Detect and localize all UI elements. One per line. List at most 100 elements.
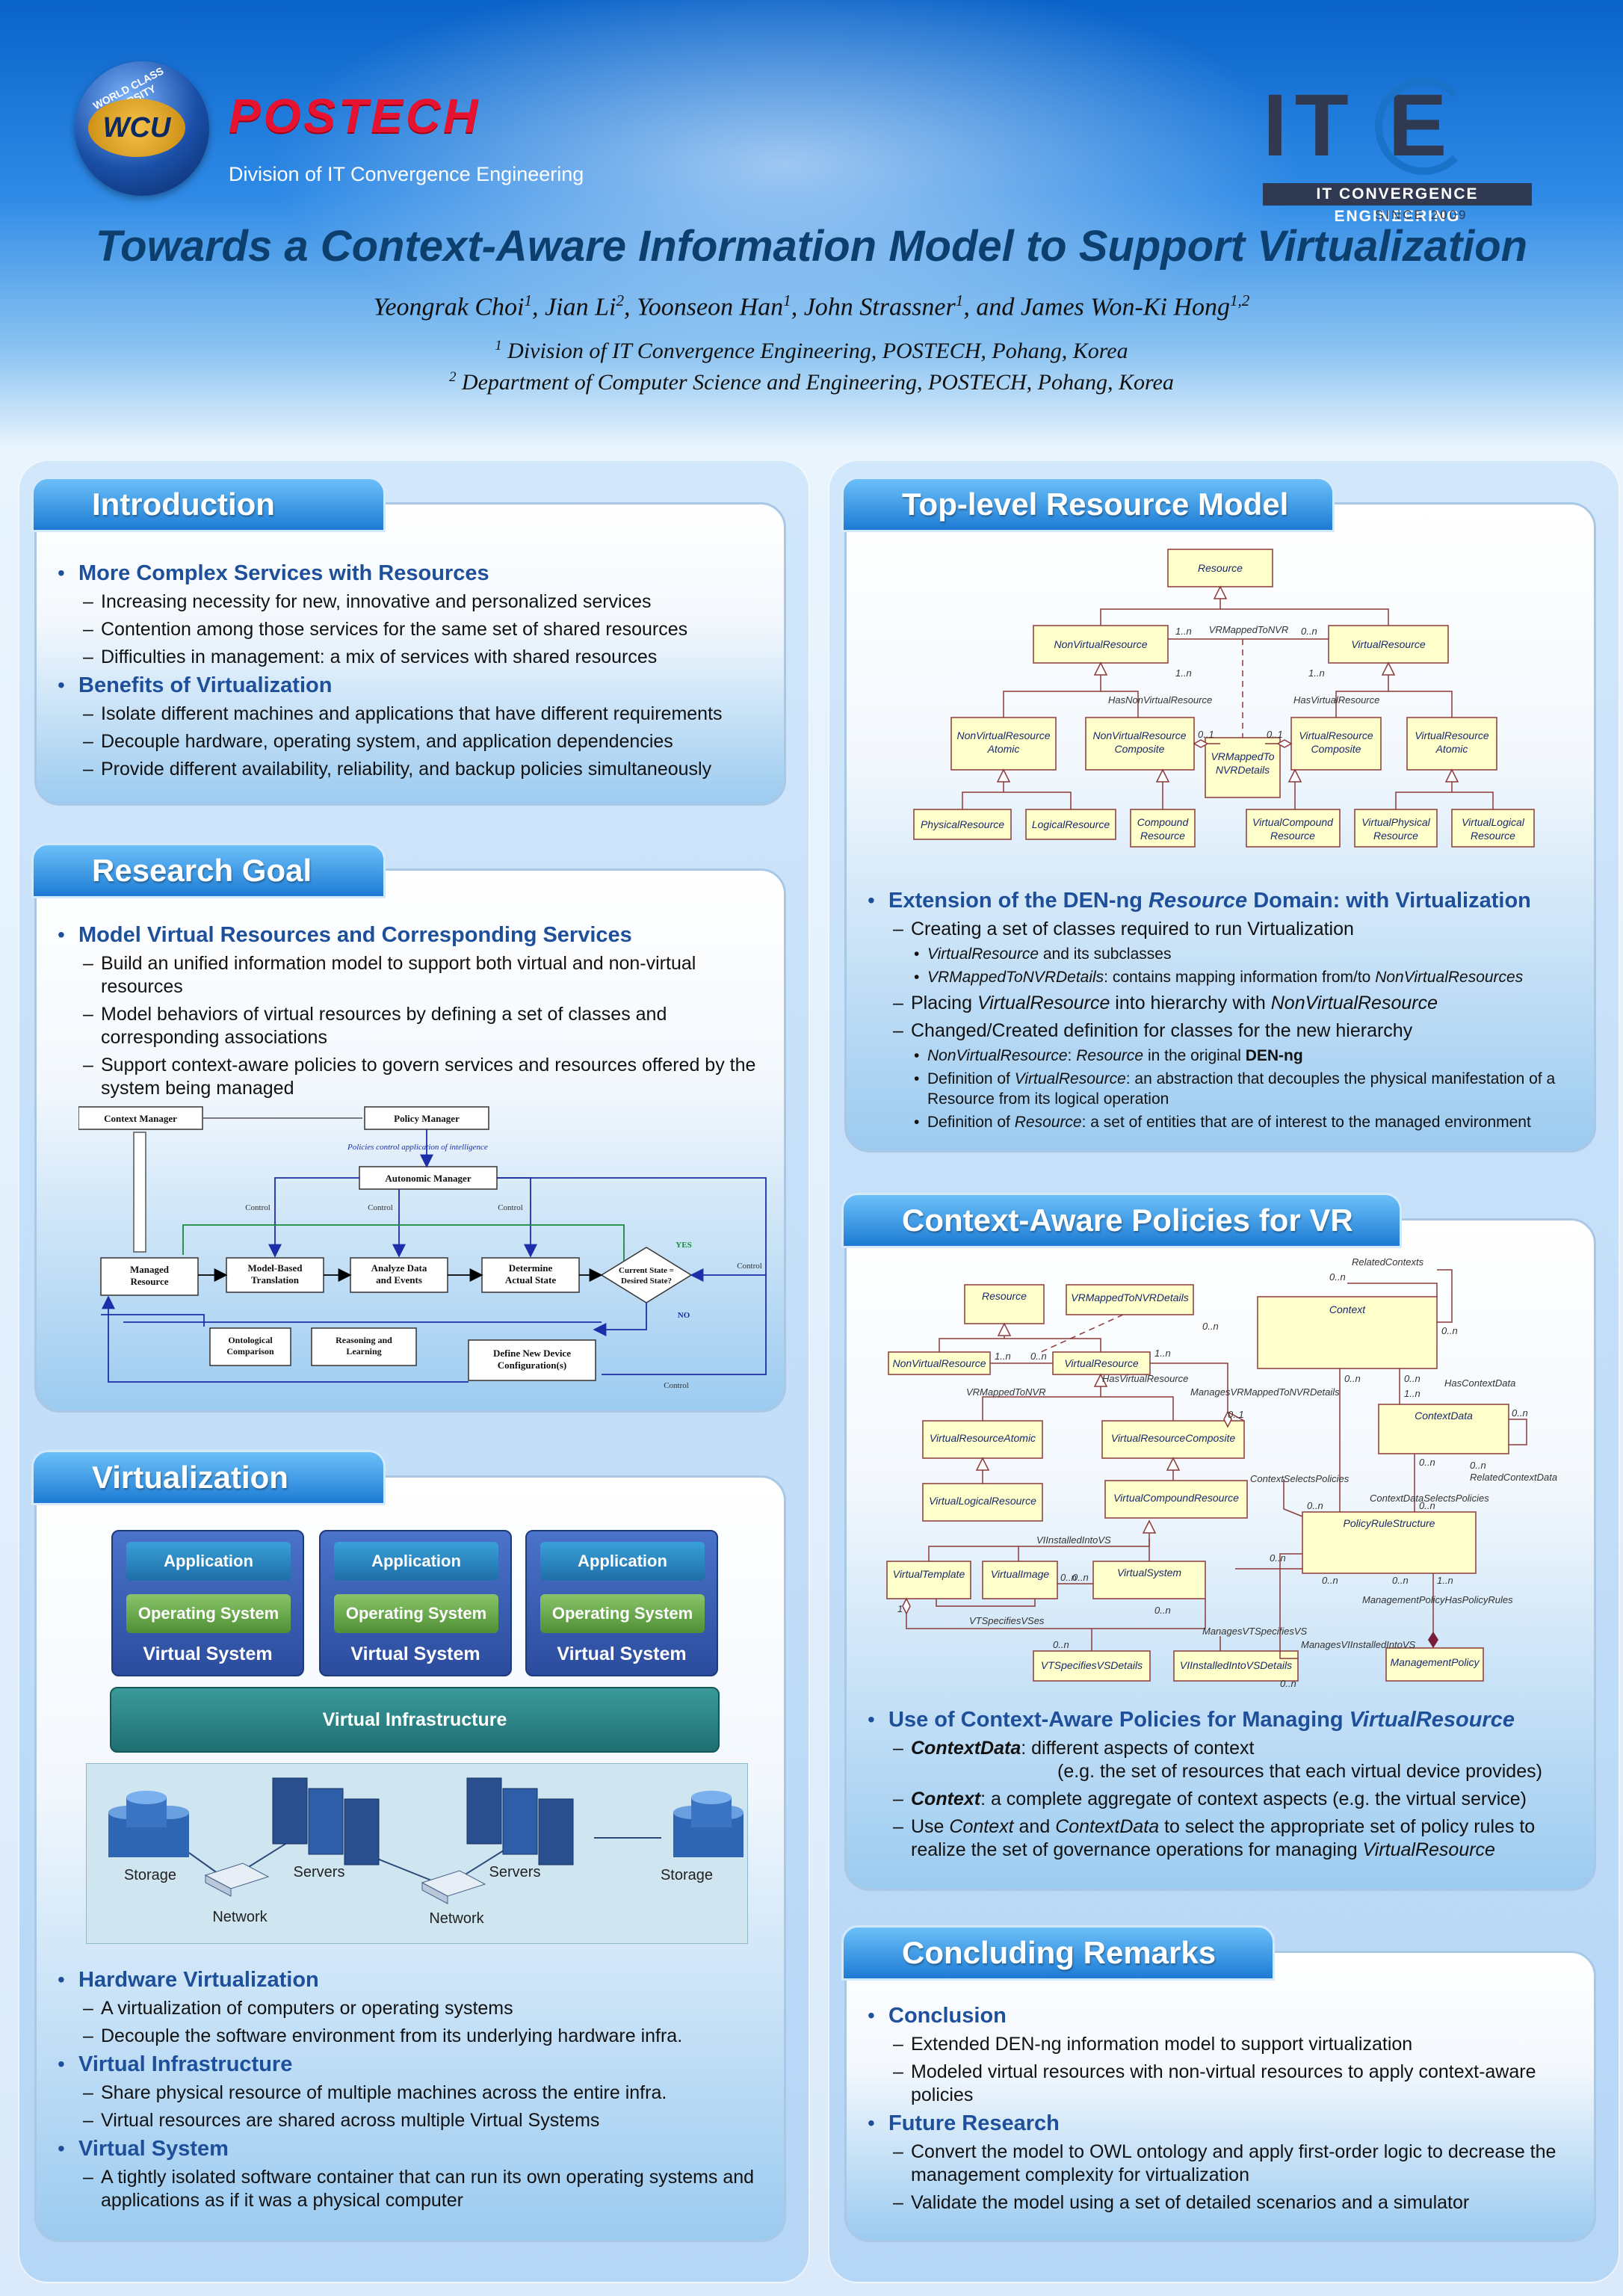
text-run: Definition of	[927, 1070, 1015, 1087]
hardware-illustration: Storage Storage Servers Servers Network …	[86, 1763, 748, 1944]
concluding-list: Conclusion Extended DEN-ng information m…	[868, 1999, 1585, 2215]
os-block: Operating System	[334, 1594, 498, 1633]
uml-multiplicity: 0..n	[1030, 1351, 1047, 1362]
list-item: VirtualResource and its subclasses	[914, 944, 1585, 964]
uml-multiplicity: 1..n	[1404, 1388, 1420, 1399]
virtual-system-box: Application Operating System Virtual Sys…	[319, 1530, 512, 1676]
uml-assoc-label: HasVirtualResource	[1293, 694, 1379, 706]
text-run: Context	[911, 1789, 981, 1809]
uml-assoc-label: HasContextData	[1444, 1377, 1515, 1389]
list-item: Validate the model using a set of detail…	[893, 2191, 1585, 2215]
network-label: Network	[429, 1910, 484, 1927]
uml-multiplicity: 1..n	[1175, 626, 1192, 637]
text-run: Definition of	[927, 1114, 1015, 1131]
determine-label: Determine	[509, 1262, 553, 1274]
uml-multiplicity: 0..n	[1470, 1460, 1486, 1471]
reasoning-label: Reasoning and	[336, 1335, 392, 1345]
top-level-resource-title: Top-level Resource Model	[841, 477, 1335, 532]
bullet-heading: Extension of the DEN-ng Resource Domain:…	[888, 889, 1531, 913]
text-run: Use	[911, 1816, 950, 1837]
sub-sub-list: VirtualResource and its subclasses VRMap…	[914, 944, 1585, 987]
policy-manager-label: Policy Manager	[394, 1113, 460, 1124]
uml-label: Atomic	[1435, 743, 1468, 755]
uml-class-nv-atomic	[950, 717, 1057, 771]
division-label: Division of IT Convergence Engineering	[229, 163, 584, 185]
uml-class-virtual	[1052, 1351, 1151, 1375]
context-policies-title: Context-Aware Policies for VR	[841, 1193, 1402, 1248]
list-item: Conclusion Extended DEN-ng information m…	[868, 2004, 1585, 2107]
ontological-box	[209, 1327, 291, 1366]
storage-label: Storage	[124, 1867, 176, 1883]
text-run: : a set of entities that are of interest…	[1081, 1114, 1531, 1131]
servers-label: Servers	[489, 1864, 541, 1880]
virtualization-list: Hardware Virtualization A virtualization…	[58, 1963, 767, 2212]
bullet-heading: Virtual Infrastructure	[78, 2052, 293, 2076]
uml-multiplicity: 0..n	[1419, 1500, 1435, 1511]
virtual-system-box: Application Operating System Virtual Sys…	[111, 1530, 304, 1676]
context-policies-list: Use of Context-Aware Policies for Managi…	[868, 1703, 1585, 1862]
list-item: Hardware Virtualization A virtualization…	[58, 1968, 767, 2048]
uml-assoc-label: ContextDataSelectsPolicies	[1370, 1493, 1489, 1504]
uml-multiplicity: 0..n	[1512, 1407, 1528, 1419]
yes-label: YES	[676, 1241, 691, 1250]
uml-label: VTSpecifiesVSDetails	[1041, 1659, 1143, 1671]
wcu-logo-text: WCU	[88, 99, 185, 157]
yes-connector	[182, 1224, 625, 1261]
list-item: Increasing necessity for new, innovative…	[83, 590, 767, 614]
model-based-label: Translation	[251, 1274, 300, 1286]
affiliation-2: 2 Department of Computer Science and Eng…	[0, 369, 1623, 395]
itce-logo: IT E IT CONVERGENCE ENGINEERING SINCE 20…	[1263, 75, 1547, 225]
uml-label: VirtualPhysical	[1361, 816, 1430, 828]
uml-label: VirtualCompound	[1252, 816, 1334, 828]
uml-multiplicity: 0..n	[1072, 1572, 1089, 1583]
list-item: Context: a complete aggregate of context…	[893, 1788, 1585, 1811]
author-sup: 1,2	[1229, 291, 1250, 309]
uml-label: NonVirtualResource	[892, 1357, 986, 1369]
uml-label: Resource	[1471, 830, 1515, 842]
uml-multiplicity: 0..1	[1198, 729, 1214, 740]
uml-label: Resource	[982, 1290, 1027, 1302]
uml-class-v-compound	[1246, 809, 1341, 848]
context-manager-label: Context Manager	[104, 1113, 177, 1124]
postech-logo: POSTECH	[229, 89, 481, 143]
list-item: A virtualization of computers or operati…	[83, 1997, 767, 2020]
uml-class-v-template	[886, 1561, 971, 1599]
double-arrow	[133, 1132, 146, 1253]
control-label: Control	[368, 1203, 393, 1212]
sub-list: Share physical resource of multiple mach…	[83, 2081, 767, 2132]
list-item: Share physical resource of multiple mach…	[83, 2081, 767, 2105]
author-name: and James Won-Ki Hong	[976, 293, 1230, 321]
text-run: ContextData	[911, 1738, 1021, 1759]
ontological-label: Ontological	[228, 1335, 273, 1345]
uml-class-resource	[1167, 549, 1273, 587]
sub-list: Creating a set of classes required to ru…	[893, 918, 1585, 1132]
list-item: VRMappedToNVRDetails: contains mapping i…	[914, 967, 1585, 987]
uml-label: LogicalResource	[1032, 818, 1110, 830]
author-sup: 1	[955, 291, 964, 309]
decision-diamond	[600, 1247, 693, 1303]
uml-label: Resource	[1198, 562, 1243, 574]
uml-class-mgmt-policy	[1385, 1647, 1484, 1682]
itce-since: SINCE 2009	[1375, 208, 1468, 222]
uml-class-v-compound	[1104, 1480, 1248, 1519]
uml-label: ManagementPolicy	[1390, 1656, 1480, 1668]
text-run: Resource	[1076, 1047, 1144, 1064]
text-run: DEN-ng	[1245, 1047, 1303, 1064]
uml-label: VirtualTemplate	[893, 1568, 965, 1580]
storage-label: Storage	[661, 1867, 713, 1883]
author-name: Jian Li	[545, 293, 616, 321]
virtual-system-label: Virtual System	[143, 1644, 273, 1664]
network-switch-icon	[421, 1870, 486, 1904]
servers-icon	[466, 1777, 574, 1866]
sub-list: Convert the model to OWL ontology and ap…	[893, 2141, 1585, 2215]
uml-arrowheads	[902, 1322, 1232, 1615]
list-item: Isolate different machines and applicati…	[83, 703, 767, 726]
analyze-label: Analyze Data	[371, 1262, 427, 1274]
os-block: Operating System	[126, 1594, 291, 1633]
uml-multiplicity: 0..n	[1202, 1321, 1219, 1332]
uml-label: VirtualSystem	[1117, 1567, 1181, 1578]
context-policies-section: Resource VRMappedToNVRDetails Context Re…	[844, 1218, 1596, 1891]
text-run: (e.g. the set of resources that each vir…	[1057, 1761, 1542, 1782]
servers-icon	[272, 1777, 380, 1866]
text-run: Domain: with Virtualization	[1247, 889, 1531, 913]
